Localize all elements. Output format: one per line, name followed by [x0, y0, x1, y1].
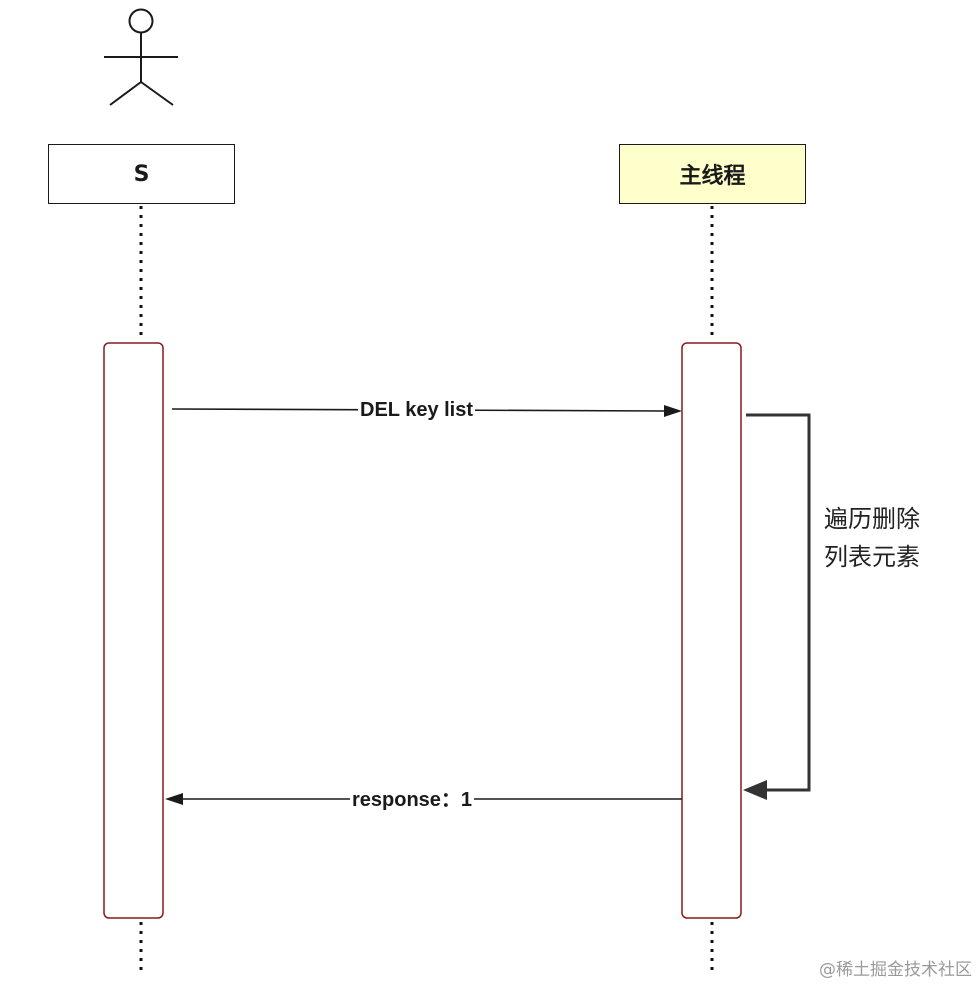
actor-icon: [104, 8, 178, 106]
participant-s-label: S: [133, 161, 150, 187]
activation-bar-main-thread: [681, 342, 742, 919]
watermark: @稀土掘金技术社区: [819, 960, 972, 980]
self-call-note-line-1: 遍历删除: [824, 505, 920, 533]
response-message-label: response：1: [350, 788, 475, 812]
request-message-label: DEL key list: [358, 398, 476, 422]
participant-main-thread: 主线程: [619, 144, 806, 204]
self-call-note: 遍历删除 列表元素: [824, 500, 920, 576]
participant-s: S: [48, 144, 235, 204]
self-call-arrow: [743, 413, 811, 800]
self-call-note-line-2: 列表元素: [824, 543, 920, 571]
participant-main-thread-label: 主线程: [679, 164, 746, 189]
activation-bar-s: [103, 342, 164, 919]
